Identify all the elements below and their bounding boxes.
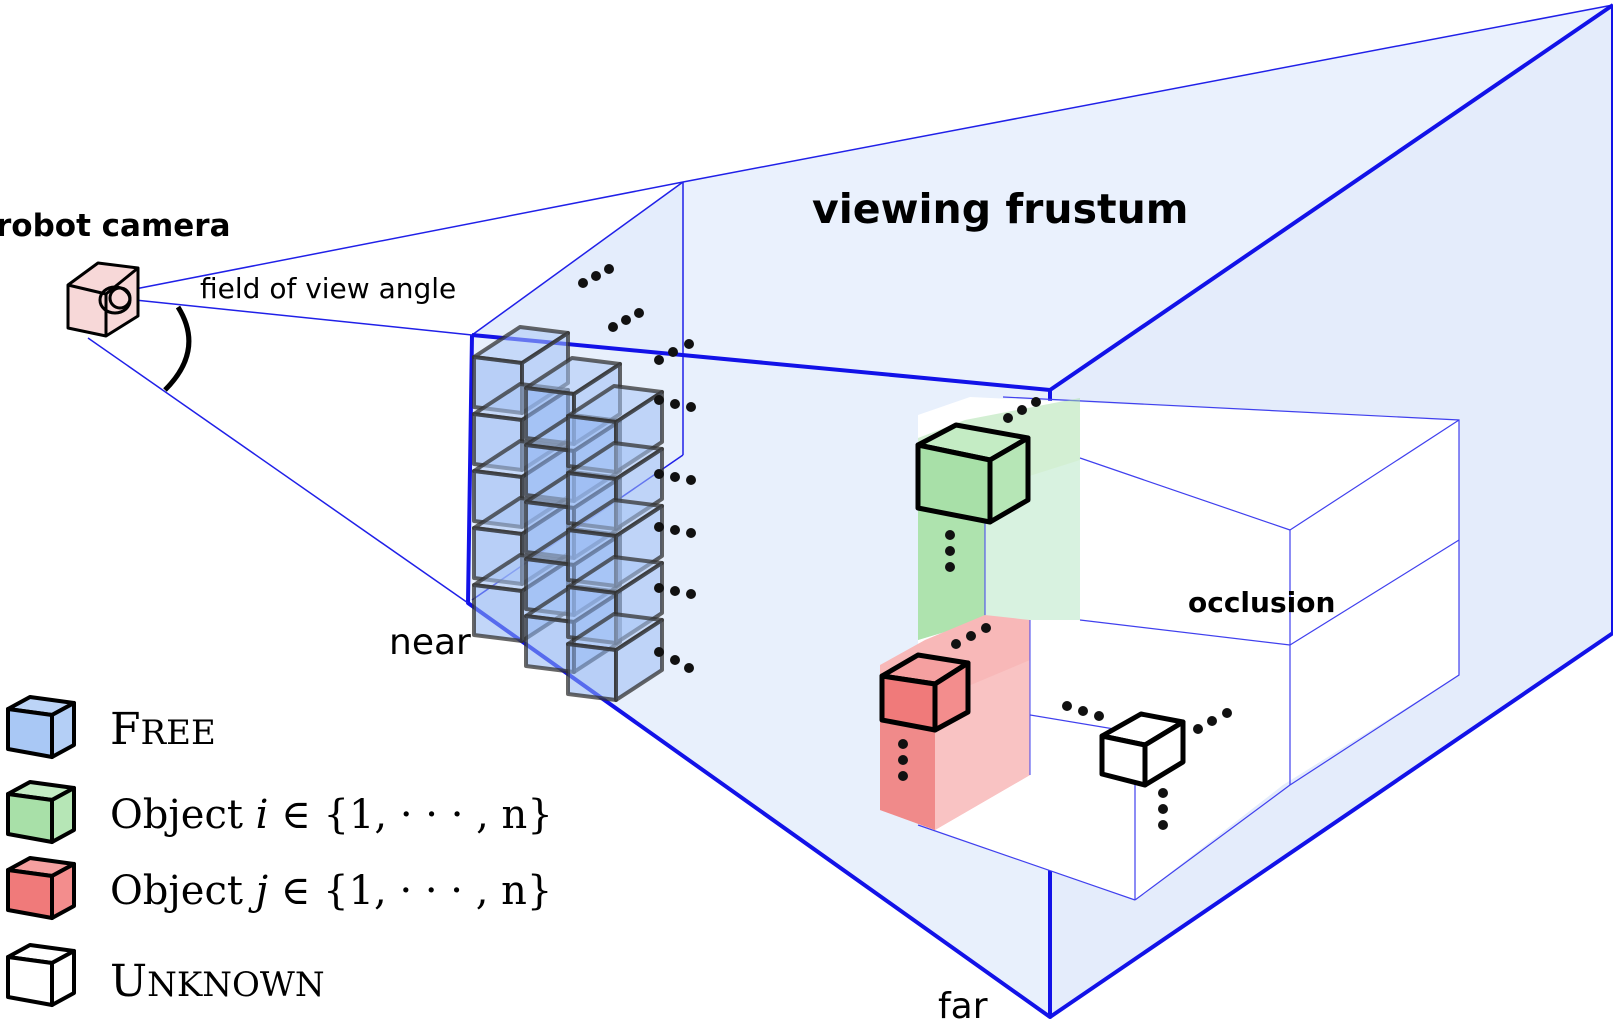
camera-rays	[87, 181, 684, 604]
ellipsis-marker	[654, 647, 694, 673]
legend-object-i-swatch-icon	[6, 780, 76, 844]
object-i-cube	[915, 422, 1031, 525]
ellipsis-marker	[1003, 397, 1041, 423]
legend-free-rest: REE	[141, 713, 216, 753]
far-label: far	[938, 986, 988, 1021]
legend-item-object-i: Object i ∈ {1, · · · , n}	[6, 780, 553, 844]
ellipsis-marker	[898, 739, 908, 781]
legend-item-unknown: UNKNOWN	[6, 943, 325, 1007]
ellipsis-marker	[951, 623, 991, 649]
ellipsis-marker	[654, 395, 696, 412]
near-label: near	[389, 622, 471, 663]
ellipsis-marker	[654, 339, 694, 365]
ellipsis-marker	[1193, 708, 1232, 734]
diagram-title: viewing frustum	[812, 185, 1189, 233]
svg-text:FREE: FREE	[110, 704, 216, 755]
ellipsis-marker	[654, 583, 696, 599]
legend-object-j-text: Object	[110, 868, 256, 914]
legend: FREE Object i ∈ {1, · · · , n} Object j …	[6, 695, 553, 1007]
camera-label: robot camera	[0, 208, 231, 244]
legend-item-free: FREE	[6, 695, 216, 759]
legend-unknown-cap: U	[110, 956, 147, 1007]
legend-object-j-set: ∈ {1, · · · , n}	[268, 868, 552, 914]
legend-free-swatch-icon	[6, 695, 76, 759]
legend-unknown-rest: NKNOWN	[147, 965, 324, 1005]
ellipsis-marker	[945, 530, 955, 572]
legend-object-i-text: Object	[110, 792, 256, 838]
svg-text:Object i ∈ {1, · · · , n}: Object i ∈ {1, · · · , n}	[110, 792, 553, 838]
legend-object-i-var: i	[256, 792, 269, 838]
legend-item-object-j: Object j ∈ {1, · · · , n}	[6, 856, 552, 920]
fov-angle-arc	[163, 305, 192, 392]
free-voxel	[566, 612, 664, 702]
camera-icon	[66, 261, 140, 338]
legend-object-i-set: ∈ {1, · · · , n}	[268, 792, 552, 838]
legend-unknown-swatch-icon	[6, 943, 76, 1007]
ellipsis-marker	[1158, 788, 1168, 830]
fov-label: field of view angle	[200, 272, 456, 305]
ellipsis-marker	[608, 308, 644, 332]
svg-text:Object j ∈ {1, · · · , n}: Object j ∈ {1, · · · , n}	[110, 868, 552, 914]
ellipsis-marker	[654, 522, 696, 538]
unknown-cube	[1099, 711, 1186, 788]
free-voxel-grid	[472, 325, 664, 702]
ellipsis-marker	[578, 264, 614, 288]
legend-free-cap: F	[110, 704, 141, 755]
free-voxel	[566, 555, 664, 645]
ellipsis-marker	[1062, 701, 1104, 721]
svg-text:UNKNOWN: UNKNOWN	[110, 956, 325, 1007]
ellipsis-dots	[578, 264, 1232, 830]
occlusion-label: occlusion	[1188, 586, 1335, 619]
legend-object-j-swatch-icon	[6, 856, 76, 920]
ellipsis-marker	[654, 469, 696, 485]
object-j-cube	[879, 652, 971, 733]
